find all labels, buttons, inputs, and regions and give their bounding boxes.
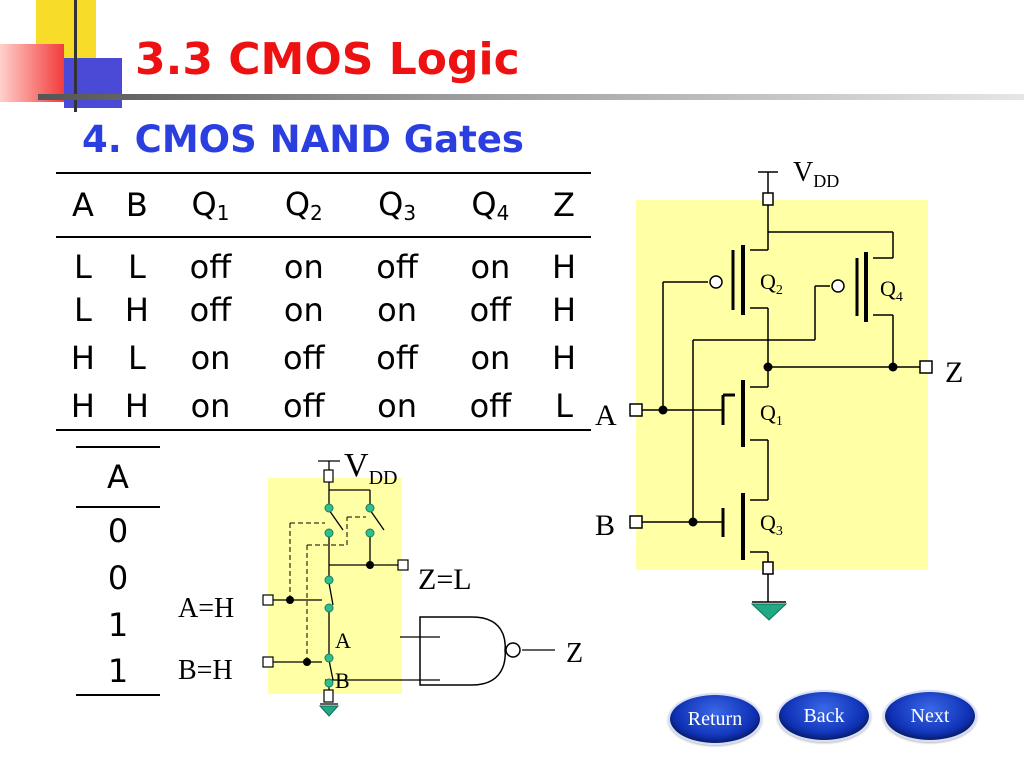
input-a-table-body: 0 0 1 1 xyxy=(76,507,160,695)
corner-vertical-line xyxy=(74,0,77,112)
truth-table-cell: L xyxy=(127,339,146,377)
q4-label: Q4 xyxy=(880,276,903,305)
truth-table-cell: on xyxy=(470,248,511,286)
return-button[interactable]: Return xyxy=(668,693,762,745)
corner-blue-square xyxy=(64,58,122,108)
truth-table-cell: H xyxy=(70,339,95,377)
truth-table-cell: on xyxy=(283,248,324,286)
input-a-table-row: 0 xyxy=(76,554,160,601)
input-a-table-row: 1 xyxy=(76,648,160,695)
output-z-label: Z xyxy=(945,356,963,389)
switch-input-a-label: A=H xyxy=(178,593,234,624)
switch-vdd-label: VDD xyxy=(344,447,397,489)
truth-table-cell: on xyxy=(377,291,418,329)
circuit-background-panel xyxy=(636,200,928,570)
truth-table-cell: on xyxy=(377,386,418,425)
input-a-table-row: 1 xyxy=(76,601,160,648)
truth-table-header-cell: Z xyxy=(553,186,575,224)
truth-table-cell: on xyxy=(190,339,231,377)
page-title: 3.3 CMOS Logic xyxy=(135,34,520,85)
truth-table-cell: L xyxy=(555,386,573,425)
truth-table-cell: off xyxy=(189,248,232,286)
truth-table-cell: L xyxy=(74,291,92,329)
truth-table-cell: L xyxy=(127,248,146,286)
truth-table-header-cell: B xyxy=(125,186,148,224)
truth-table-header-cell: Q4 xyxy=(471,185,510,225)
truth-table-cell: off xyxy=(189,291,232,329)
truth-table-header-cell: Q3 xyxy=(378,185,417,225)
switch-output-label: Z=L xyxy=(418,563,472,596)
truth-table-cell: off xyxy=(376,248,418,286)
input-a-table-cell: 1 xyxy=(107,605,129,644)
switch-background-panel xyxy=(268,478,402,694)
truth-table-cell: off xyxy=(469,291,512,329)
truth-table-cell: H xyxy=(551,248,577,286)
truth-table-cell: H xyxy=(551,291,577,329)
corner-red-square xyxy=(0,44,64,102)
truth-table-cell: on xyxy=(190,386,231,425)
truth-table-cell: L xyxy=(74,248,92,286)
truth-table-header-cell: Q1 xyxy=(191,185,230,225)
input-a-label: A xyxy=(595,399,617,432)
input-a-table-cell: 0 xyxy=(107,512,129,550)
ground-icon xyxy=(750,603,788,621)
switch-model-circuit: VDD Z=L A=H B=H A B Z xyxy=(178,447,583,717)
truth-table-cell: H xyxy=(70,386,95,425)
switch-ground-icon xyxy=(318,705,340,717)
input-b-label: B xyxy=(595,509,615,542)
truth-table-cell: off xyxy=(282,339,325,377)
nand-input-a-label: A xyxy=(335,628,351,653)
truth-table-cell: H xyxy=(551,339,577,377)
input-a-table-cell: 1 xyxy=(107,652,129,690)
nand-input-b-label: B xyxy=(335,668,350,693)
cmos-nand-circuit: VDD Q2 Q4 Q1 Q3 Z A B xyxy=(595,157,963,621)
truth-table-cell: H xyxy=(124,291,149,329)
q3-label: Q3 xyxy=(760,510,783,539)
section-subtitle: 4. CMOS NAND Gates xyxy=(82,118,524,161)
truth-table-cell: H xyxy=(124,386,149,425)
back-button[interactable]: Back xyxy=(777,690,871,742)
input-a-table: A 0 0 1 1 xyxy=(76,446,160,696)
vdd-label: VDD xyxy=(793,157,839,191)
truth-table-cell: off xyxy=(469,386,512,425)
input-a-table-header: A xyxy=(107,458,129,496)
truth-table-cell: off xyxy=(376,339,418,377)
header-rule xyxy=(38,94,1024,100)
q2-label: Q2 xyxy=(760,269,783,298)
nand-output-label: Z xyxy=(566,638,583,669)
truth-table-header-cell: A xyxy=(72,186,94,224)
next-button[interactable]: Next xyxy=(883,690,977,742)
q1-label: Q1 xyxy=(760,400,783,429)
truth-table-cell: on xyxy=(470,339,511,377)
truth-table-header-cell: Q2 xyxy=(284,185,323,225)
input-a-table-cell: 0 xyxy=(107,558,129,597)
truth-table-cell: off xyxy=(282,386,325,425)
truth-table-cell: on xyxy=(283,291,324,329)
input-a-table-row: 0 xyxy=(76,507,160,554)
switch-input-b-label: B=H xyxy=(178,655,233,686)
